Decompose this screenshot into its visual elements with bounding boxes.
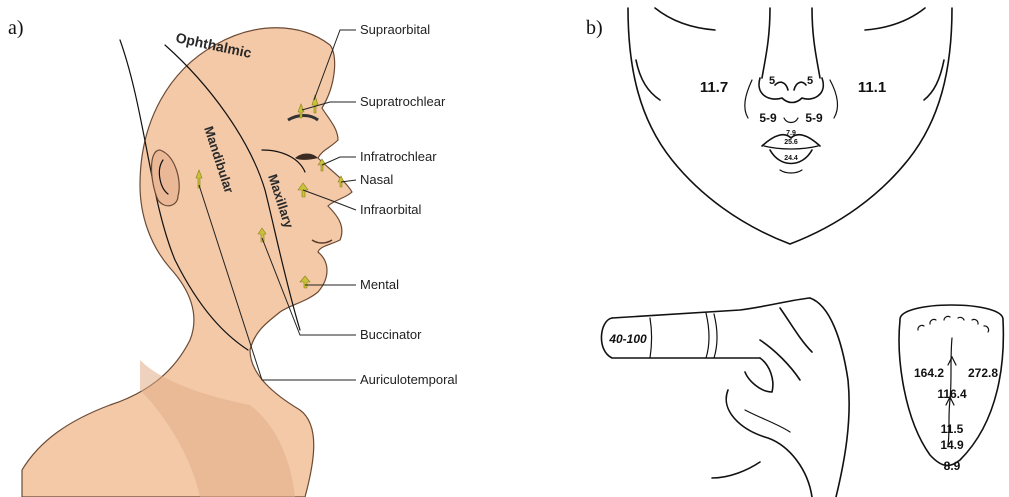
finger-knuckle: [745, 358, 773, 392]
value-cheek-right: 11.1: [858, 79, 886, 96]
value-finger-tip: 40-100: [608, 332, 647, 346]
value-nostril-left: 5: [769, 75, 775, 87]
brow-left: [655, 8, 715, 30]
value-lip-top: 7.9: [786, 130, 796, 137]
thumb-crease: [745, 410, 790, 432]
value-tongue-left: 164.2: [914, 366, 944, 380]
lip-line: [764, 146, 818, 149]
hand-line: [780, 308, 812, 352]
value-nostril-right: 5: [807, 75, 813, 87]
palm-line: [712, 462, 760, 478]
hand-fold: [760, 340, 800, 380]
thumb: [726, 390, 812, 497]
label-supratrochlear: Supratrochlear: [360, 94, 446, 109]
nostril-left: [775, 82, 788, 90]
panel-a: a) Ophthalmic Mandibular: [8, 17, 458, 497]
panel-b-label: b): [586, 17, 603, 39]
value-tongue-mid: 116.4: [937, 387, 967, 401]
label-supraorbital: Supraorbital: [360, 22, 430, 37]
value-tongue-lower2: 14.9: [940, 438, 964, 452]
crease-left: [745, 80, 752, 118]
finger-crease-2: [706, 313, 709, 358]
hand-drawing: [601, 298, 849, 497]
value-lip-bottom: 24.4: [784, 155, 798, 162]
nose-right: [812, 8, 820, 78]
panel-a-label: a): [8, 17, 24, 39]
crease-right: [830, 80, 837, 118]
finger-crease-1: [650, 318, 652, 358]
face-outline: [628, 8, 952, 244]
tongue-papillae: [918, 316, 989, 332]
philtrum: [784, 118, 798, 123]
label-infratrochlear: Infratrochlear: [360, 149, 437, 164]
label-auriculotemporal: Auriculotemporal: [360, 372, 458, 387]
value-tongue-tip: 8.9: [944, 459, 961, 473]
value-tongue-right: 272.8: [968, 366, 998, 380]
label-mental: Mental: [360, 277, 399, 292]
value-upper-lip-right: 5-9: [805, 111, 823, 125]
panel-b: b) 11.7 11.1: [586, 8, 1003, 497]
brow-right: [865, 8, 925, 30]
nose-left: [762, 8, 770, 78]
hand-back: [810, 298, 849, 497]
ear-left: [636, 60, 660, 100]
value-lip-mid: 25.6: [784, 139, 798, 146]
label-nasal: Nasal: [360, 172, 393, 187]
label-buccinator: Buccinator: [360, 327, 422, 342]
finger-crease-3: [714, 314, 717, 358]
value-tongue-lower1: 11.5: [941, 422, 964, 436]
face-drawing: [628, 8, 952, 244]
label-infraorbital: Infraorbital: [360, 202, 422, 217]
value-upper-lip-left: 5-9: [759, 111, 777, 125]
nostril-right: [794, 82, 806, 90]
value-cheek-left: 11.7: [700, 79, 728, 96]
chin-mark: [780, 170, 802, 173]
